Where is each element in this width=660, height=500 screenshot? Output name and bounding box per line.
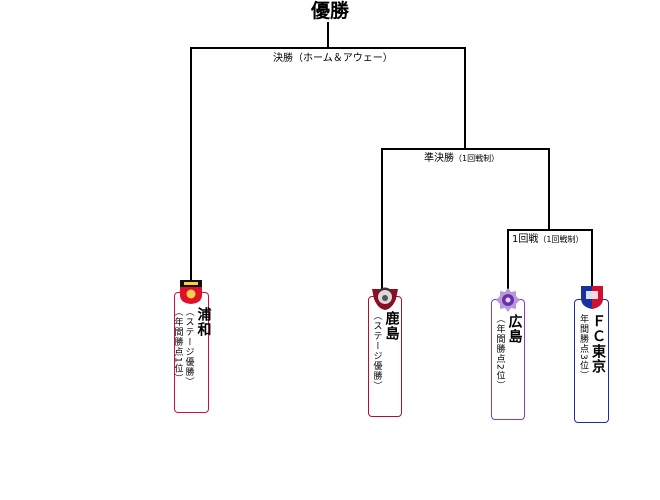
team-note: （ステージ優勝） xyxy=(183,307,194,387)
team-name: ＦＣ東京 xyxy=(590,314,606,374)
team-card-fc-tokyo[interactable]: ＦＣ東京 年間勝点3位） xyxy=(574,299,609,423)
kashima-crest-icon xyxy=(370,285,400,311)
team-card-hiroshima[interactable]: 広島 （年間勝点2位） xyxy=(491,299,525,420)
semi-left-leg xyxy=(381,148,383,290)
first-round-bar xyxy=(507,229,593,231)
team-note: （年間勝点2位） xyxy=(494,314,505,391)
final-bar xyxy=(190,47,466,49)
fc-tokyo-crest-icon xyxy=(580,284,604,310)
first-round-left-leg xyxy=(507,229,509,291)
final-right-leg xyxy=(464,47,466,149)
team-note-secondary: （年間勝点1位） xyxy=(172,307,183,384)
semifinal-label: 準決勝（1回戦制） xyxy=(424,153,500,164)
first-round-label: 1回戦（1回戦制） xyxy=(512,234,584,245)
final-left-leg xyxy=(190,47,192,290)
team-name: 広島 xyxy=(506,314,523,344)
first-round-right-leg xyxy=(591,229,593,291)
team-note: （ステージ優勝） xyxy=(371,311,382,391)
team-name: 鹿島 xyxy=(383,311,400,341)
team-card-kashima[interactable]: 鹿島 （ステージ優勝） xyxy=(368,296,402,417)
team-note: 年間勝点3位） xyxy=(578,314,588,381)
semi-right-leg xyxy=(548,148,550,230)
final-label: 決勝（ホーム＆アウェー） xyxy=(273,53,393,64)
urawa-crest-icon xyxy=(179,279,203,305)
team-card-urawa[interactable]: 浦和 （ステージ優勝） （年間勝点1位） xyxy=(172,292,212,413)
champion-label: 優勝 xyxy=(310,0,349,22)
team-notes: （ステージ優勝） （年間勝点1位） xyxy=(172,307,194,387)
hiroshima-crest-icon xyxy=(495,287,521,313)
champion-stem xyxy=(327,22,329,48)
team-name: 浦和 xyxy=(195,307,212,337)
semi-bar xyxy=(381,148,550,150)
